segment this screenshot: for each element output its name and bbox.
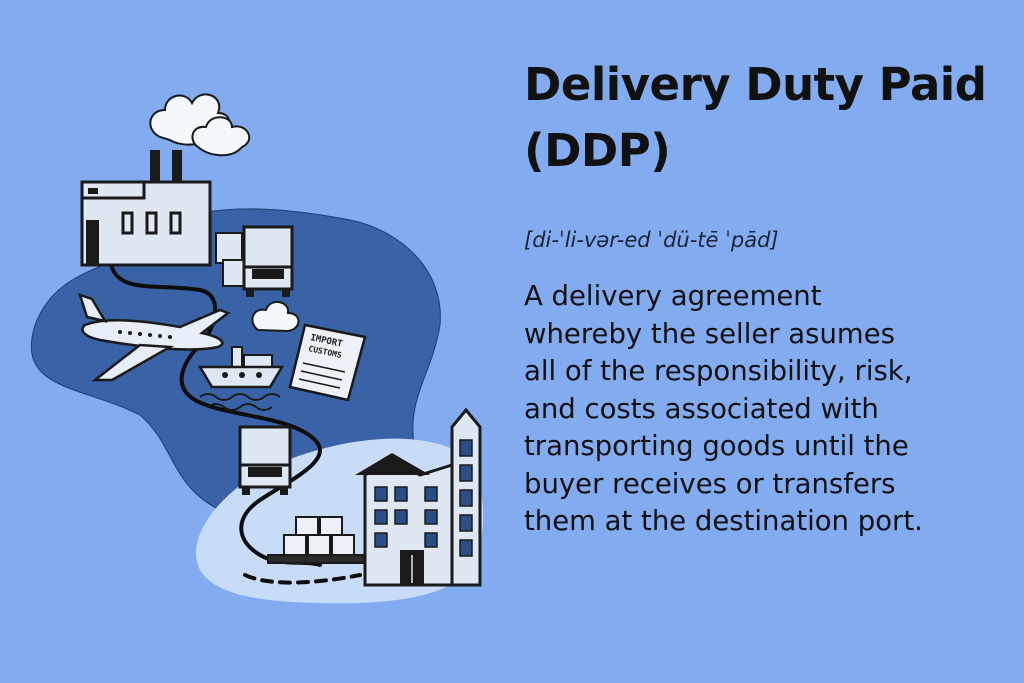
page-title: Delivery Duty Paid (DDP)	[524, 58, 987, 177]
truck-icon	[242, 225, 294, 297]
factory-icon	[80, 150, 212, 267]
text-panel: Delivery Duty Paid (DDP) [di-ˈli-vər-ed …	[524, 52, 1004, 541]
shipping-journey-illustration: IMPORT CUSTOMS	[30, 93, 484, 604]
route-path	[108, 258, 322, 567]
warehouse-building-icon	[355, 407, 482, 587]
delivery-truck-icon	[238, 425, 292, 495]
customs-document-icon: IMPORT CUSTOMS	[288, 323, 367, 402]
pronunciation: [di-ˈli-vər-ed ˈdü-tē ˈpād]	[524, 228, 779, 252]
dashed-route	[243, 573, 362, 585]
ship-icon	[197, 301, 300, 411]
pallet-boxes-icon	[267, 516, 365, 564]
airplane-icon	[78, 293, 231, 382]
smoke-cloud-icon	[149, 93, 251, 157]
definition-text: A delivery agreement whereby the seller …	[524, 280, 923, 537]
